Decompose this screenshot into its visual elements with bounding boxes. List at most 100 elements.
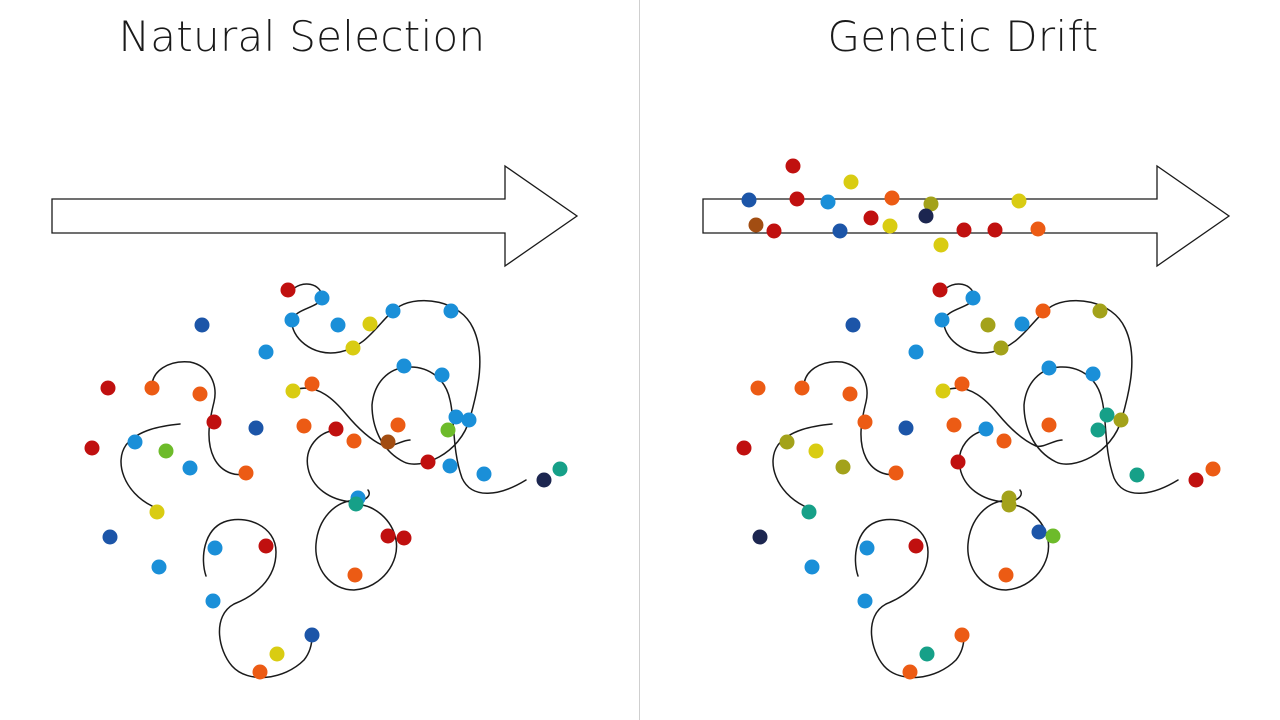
allele-orange-dot	[390, 417, 406, 433]
allele-blue-dot	[385, 303, 401, 319]
allele-red-dot	[206, 414, 222, 430]
panel-divider	[639, 0, 640, 720]
allele-red-dot	[258, 538, 274, 554]
allele-navy-dot	[832, 223, 848, 239]
allele-orange-dot	[1035, 303, 1051, 319]
allele-orange-dot	[954, 376, 970, 392]
allele-olive-dot	[923, 196, 939, 212]
allele-navy-dot	[845, 317, 861, 333]
allele-yellow-dot	[345, 340, 361, 356]
allele-yellow-dot	[362, 316, 378, 332]
allele-navy-dot	[102, 529, 118, 545]
left-arrow	[51, 164, 579, 268]
allele-olive-dot	[1001, 497, 1017, 513]
allele-red-dot	[956, 222, 972, 238]
allele-yellow-dot	[808, 443, 824, 459]
allele-blue-dot	[859, 540, 875, 556]
allele-blue-dot	[434, 367, 450, 383]
allele-red-dot	[863, 210, 879, 226]
allele-navy-dot	[248, 420, 264, 436]
chain-curve	[958, 429, 1022, 503]
allele-orange-dot	[888, 465, 904, 481]
allele-olive-dot	[1113, 412, 1129, 428]
allele-green-dot	[440, 422, 456, 438]
chain-curve	[854, 518, 965, 679]
allele-blue-dot	[820, 194, 836, 210]
allele-orange-dot	[794, 380, 810, 396]
allele-blue-dot	[1085, 366, 1101, 382]
allele-teal-dot	[1099, 407, 1115, 423]
allele-blue-dot	[396, 358, 412, 374]
allele-darknavy-dot	[918, 208, 934, 224]
natural-selection-title: Natural Selection	[118, 12, 486, 61]
allele-blue-dot	[934, 312, 950, 328]
allele-olive-dot	[1092, 303, 1108, 319]
right-arrow	[702, 164, 1231, 268]
genetic-drift-panel: Genetic Drift	[640, 0, 1280, 720]
allele-red-dot	[785, 158, 801, 174]
allele-brown-dot	[748, 217, 764, 233]
allele-blue-dot	[908, 344, 924, 360]
allele-blue-dot	[314, 290, 330, 306]
allele-teal-dot	[1090, 422, 1106, 438]
allele-blue-dot	[857, 593, 873, 609]
allele-blue-dot	[330, 317, 346, 333]
allele-orange-dot	[998, 567, 1014, 583]
allele-olive-dot	[835, 459, 851, 475]
allele-yellow-dot	[933, 237, 949, 253]
allele-blue-dot	[1041, 360, 1057, 376]
genetic-drift-title: Genetic Drift	[827, 12, 1099, 61]
allele-red-dot	[1188, 472, 1204, 488]
allele-blue-dot	[804, 559, 820, 575]
allele-blue-dot	[1014, 316, 1030, 332]
chain-curve	[151, 361, 249, 476]
allele-orange-dot	[346, 433, 362, 449]
allele-blue-dot	[461, 412, 477, 428]
allele-yellow-dot	[149, 504, 165, 520]
allele-red-dot	[328, 421, 344, 437]
allele-orange-dot	[750, 380, 766, 396]
allele-orange-dot	[296, 418, 312, 434]
allele-orange-dot	[884, 190, 900, 206]
allele-blue-dot	[258, 344, 274, 360]
allele-blue-dot	[207, 540, 223, 556]
allele-red-dot	[736, 440, 752, 456]
allele-olive-dot	[980, 317, 996, 333]
allele-navy-dot	[304, 627, 320, 643]
allele-green-dot	[1045, 528, 1061, 544]
allele-blue-dot	[442, 458, 458, 474]
chain-curve	[202, 518, 313, 679]
allele-orange-dot	[144, 380, 160, 396]
chain-curve	[945, 387, 1063, 448]
chain-curve	[306, 429, 370, 503]
allele-red-dot	[100, 380, 116, 396]
allele-teal-dot	[1129, 467, 1145, 483]
allele-orange-dot	[238, 465, 254, 481]
allele-navy-dot	[194, 317, 210, 333]
allele-red-dot	[380, 528, 396, 544]
allele-blue-dot	[151, 559, 167, 575]
allele-red-dot	[420, 454, 436, 470]
allele-orange-dot	[192, 386, 208, 402]
allele-red-dot	[950, 454, 966, 470]
allele-red-dot	[987, 222, 1003, 238]
allele-blue-dot	[978, 421, 994, 437]
allele-orange-dot	[902, 664, 918, 680]
allele-blue-dot	[205, 593, 221, 609]
allele-teal-dot	[919, 646, 935, 662]
allele-orange-dot	[347, 567, 363, 583]
allele-red-dot	[908, 538, 924, 554]
allele-red-dot	[396, 530, 412, 546]
allele-red-dot	[280, 282, 296, 298]
allele-navy-dot	[741, 192, 757, 208]
allele-red-dot	[932, 282, 948, 298]
allele-darknavy-dot	[752, 529, 768, 545]
allele-red-dot	[789, 191, 805, 207]
allele-teal-dot	[348, 496, 364, 512]
allele-navy-dot	[1031, 524, 1047, 540]
allele-orange-dot	[252, 664, 268, 680]
allele-yellow-dot	[285, 383, 301, 399]
allele-teal-dot	[801, 504, 817, 520]
allele-blue-dot	[182, 460, 198, 476]
